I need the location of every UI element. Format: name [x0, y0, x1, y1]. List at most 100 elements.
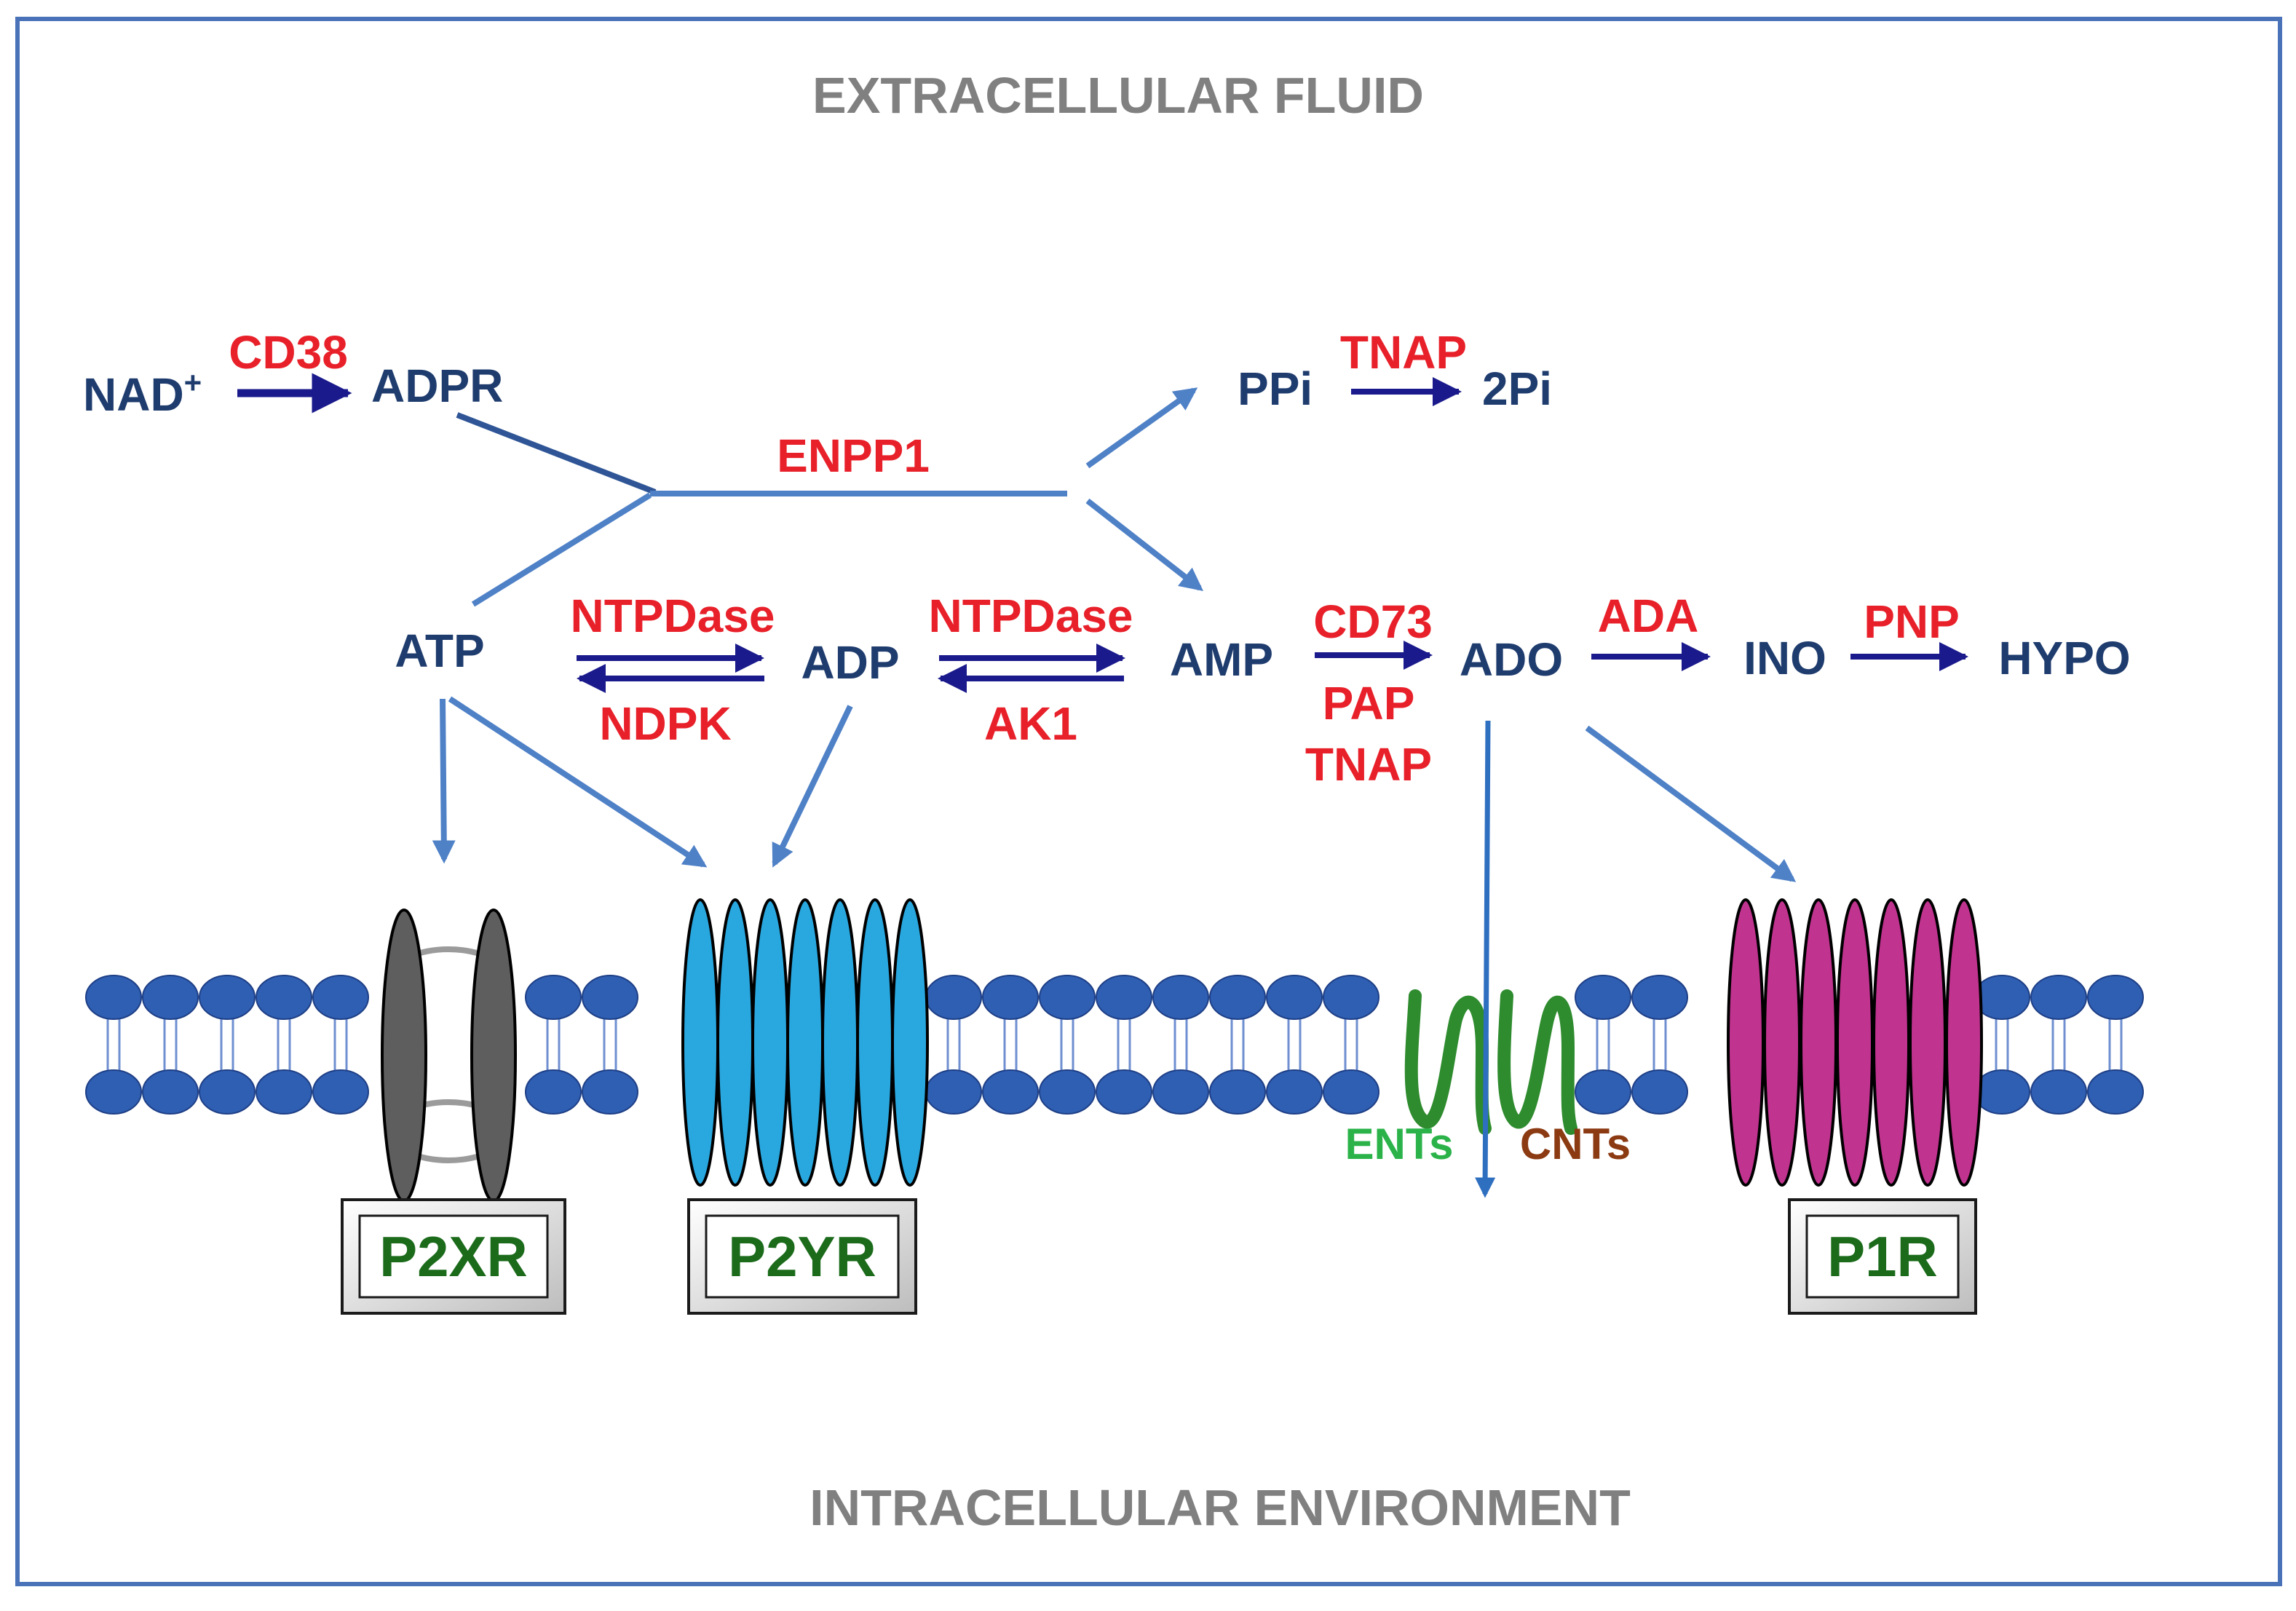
p2x-receptor: [381, 909, 517, 1203]
ents-label: ENTs: [1345, 1120, 1454, 1168]
p2xr-label: P2XR: [379, 1224, 528, 1289]
lipid-head: [1039, 975, 1096, 1020]
lipid-head: [1575, 975, 1631, 1020]
p2yr-helix: [751, 898, 789, 1187]
p2yr-helix: [856, 898, 894, 1187]
ak1-label: AK1: [984, 697, 1077, 750]
p1r-helix: [1763, 898, 1801, 1187]
lipid-head: [1152, 975, 1209, 1020]
flow-arrows: [432, 387, 1797, 882]
lipid-head: [1575, 1069, 1631, 1115]
pap-label: PAP: [1323, 677, 1415, 729]
ppi-label: PPi: [1238, 363, 1313, 415]
lipid-head: [199, 975, 256, 1020]
atp-label: ATP: [395, 625, 484, 677]
p1r-helix: [1800, 898, 1837, 1187]
lipid-head: [199, 1069, 256, 1115]
lipid-head: [925, 1069, 982, 1115]
p2yr-helix: [681, 898, 719, 1187]
lipid-tail: [2051, 1016, 2066, 1073]
adpr-label: ADPR: [371, 360, 503, 412]
lipid-head: [1323, 975, 1379, 1020]
lipid-tail: [277, 1016, 291, 1073]
tnap-bottom-label: TNAP: [1305, 738, 1432, 791]
p1r-helix: [1727, 898, 1765, 1187]
adpr-to-enpp1-line: [456, 412, 657, 495]
pnp-label: PNP: [1864, 595, 1960, 648]
lipid-head: [582, 1069, 638, 1115]
atp-to-enpp1-line: [471, 492, 652, 607]
lipid-tail: [1652, 1016, 1667, 1073]
reaction-arrows: [237, 373, 1968, 693]
lipid-head: [2030, 1069, 2087, 1115]
tnap-top-label: TNAP: [1340, 326, 1467, 379]
hypo-label: HYPO: [1998, 632, 2130, 684]
adp-label: ADP: [801, 636, 899, 689]
lipid-tail: [1003, 1016, 1018, 1073]
p2y-receptor: [681, 898, 929, 1187]
lipid-tail: [1117, 1016, 1131, 1073]
enpp1-label: ENPP1: [777, 430, 930, 482]
ado-uptake-arrow: [1475, 720, 1496, 1198]
cnts-label: CNTs: [1520, 1120, 1631, 1168]
lipid-tail: [1287, 1016, 1302, 1073]
lipid-head: [1039, 1069, 1096, 1115]
lipid-head: [982, 975, 1039, 1020]
p2yr-helix: [821, 898, 859, 1187]
lipid-head: [1209, 1069, 1266, 1115]
lipid-head: [256, 1069, 312, 1115]
lipid-head: [525, 975, 582, 1020]
nucleoside-transporters: [1404, 989, 1577, 1135]
lipid-head: [1323, 1069, 1379, 1115]
atp-to-p2yr-arrow: [448, 696, 708, 868]
p2xr-label-box: P2XR: [341, 1198, 566, 1315]
lipid-tail: [603, 1016, 617, 1073]
enpp1-to-ppi-arrow: [1085, 387, 1198, 469]
ntpdase-2-label: NTPDase: [929, 590, 1133, 642]
p1r-label: P1R: [1827, 1224, 1938, 1289]
lipid-head: [85, 1069, 142, 1115]
ado-label: ADO: [1460, 633, 1563, 686]
p2yr-helix: [891, 898, 929, 1187]
lipid-tail: [2108, 1016, 2123, 1073]
lipid-tail: [946, 1016, 961, 1073]
lipid-tail: [546, 1016, 561, 1073]
lipid-head: [1096, 975, 1152, 1020]
enpp1-to-amp-arrow: [1085, 498, 1204, 591]
ndpk-label: NDPK: [599, 697, 731, 750]
lipid-tail: [1344, 1016, 1358, 1073]
cd73-label: CD73: [1313, 595, 1433, 648]
lipid-head: [312, 975, 369, 1020]
lipid-head: [525, 1069, 582, 1115]
lipid-head: [1096, 1069, 1152, 1115]
lipid-head: [2087, 975, 2144, 1020]
nad-superscript: +: [184, 365, 202, 400]
p2yr-label: P2YR: [728, 1224, 876, 1289]
p1r-label-box: P1R: [1788, 1198, 1977, 1315]
lipid-head: [142, 975, 199, 1020]
lipid-head: [925, 975, 982, 1020]
p1-receptor: [1727, 898, 1983, 1187]
lipid-head: [2030, 975, 2087, 1020]
lipid-head: [1631, 975, 1688, 1020]
p1r-helix: [1836, 898, 1874, 1187]
p2yr-helix: [786, 898, 824, 1187]
lipid-head: [1974, 1069, 2030, 1115]
nad-label: NAD+: [83, 365, 202, 421]
lipid-head: [2087, 1069, 2144, 1115]
lipid-tail: [1060, 1016, 1074, 1073]
p1r-helix: [1945, 898, 1983, 1187]
lipid-head: [1631, 1069, 1688, 1115]
lipid-head: [312, 1069, 369, 1115]
lipid-head: [85, 975, 142, 1020]
p2yr-helix: [716, 898, 754, 1187]
ada-label: ADA: [1598, 590, 1699, 642]
lipid-head: [1266, 1069, 1323, 1115]
amp-label: AMP: [1170, 633, 1273, 686]
lipid-tail: [220, 1016, 234, 1073]
adp-to-p2yr-arrow: [772, 705, 853, 868]
lipid-tail: [163, 1016, 178, 1073]
extracellular-label: EXTRACELLULAR FLUID: [812, 67, 1424, 124]
p1r-helix: [1909, 898, 1947, 1187]
